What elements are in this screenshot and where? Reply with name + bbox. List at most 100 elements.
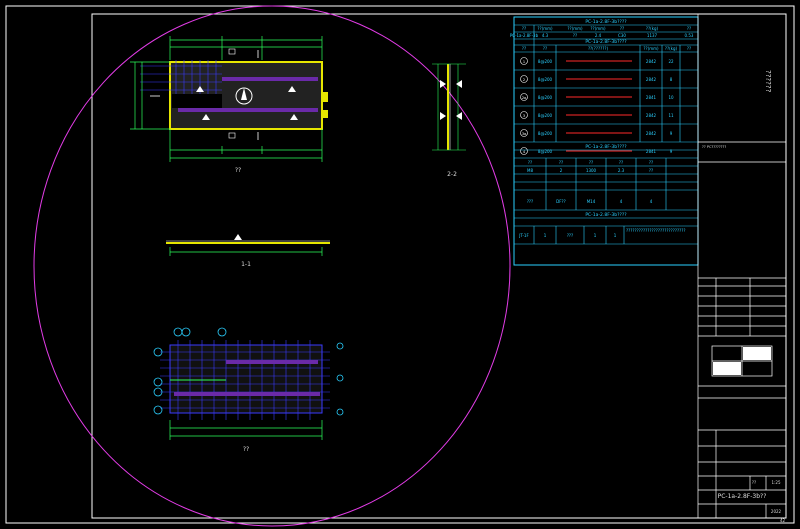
small-note: ?? PC????????: [702, 145, 726, 149]
rebar-no-circle: [520, 111, 528, 119]
note-cell: ???: [567, 233, 573, 238]
rebar-header-cell: ??: [522, 46, 526, 51]
sheet-number: 42: [780, 518, 786, 523]
table-header-cell: ??(kg): [646, 26, 659, 31]
year: 2022: [771, 509, 782, 514]
rebar-length: 2842: [646, 59, 657, 64]
rebar-no: 2: [523, 78, 525, 82]
drawing-title: PC-1a-2.8F-3b??: [718, 493, 767, 500]
rebar-qty: 9: [670, 149, 673, 154]
rebar-no-circle: [520, 129, 528, 137]
embed-cell: 1300: [586, 168, 597, 173]
rebar-header-cell: ??(kg): [665, 46, 678, 51]
rebar-table-title: PC-1a-2.8F-3b????: [585, 39, 627, 45]
title-block[interactable]: ?????? ?? PC???????? ?? 1:25 PC-1a-2.8F-…: [697, 14, 786, 523]
plan-view-label: ??: [235, 167, 241, 174]
note-text: ????????????????????????????: [626, 228, 685, 233]
note-cell: 1: [614, 233, 617, 238]
table-summary-cell: 1137: [647, 33, 658, 38]
rebar-no: 4: [523, 150, 526, 154]
table-summary-cell: 2.4: [595, 33, 602, 38]
rebar-spec: 8@200: [538, 131, 553, 136]
table-header-cell: ??(mm): [590, 26, 606, 31]
rebar-length: 2842: [646, 131, 657, 136]
table-header-cell: ??: [522, 26, 526, 31]
rebar-qty: 9: [670, 131, 673, 136]
embed-header-cell: ??: [559, 160, 563, 165]
table-header-cell: ??: [620, 26, 624, 31]
rebar-spec: 8@200: [538, 77, 553, 82]
note-row: JT-1F 1??? 1 1: [518, 233, 617, 238]
section-1-1-label: 1-1: [241, 261, 251, 268]
note-table-title: PC-1a-2.8F-3b????: [585, 212, 627, 218]
rebar-header-cell: ??: [543, 46, 547, 51]
rebar-no-circle: [520, 75, 528, 83]
note-cell: 1: [544, 233, 547, 238]
rebar-qty: 11: [668, 113, 674, 118]
table-title: PC-1a-2.8F-3b????: [585, 19, 627, 25]
rebar-no: 1: [523, 60, 525, 64]
table-header-cell: ??(mm): [567, 26, 583, 31]
rebar-length: 2842: [646, 77, 657, 82]
magenta-circle: [33, 5, 511, 527]
table-summary-cell: C30: [618, 33, 626, 38]
rebar-header-cell: ??(mm): [643, 46, 659, 51]
embed-cell: 2.3: [618, 168, 625, 173]
table-header-cell: ??(mm): [537, 26, 553, 31]
rebar-qty: 8: [670, 77, 673, 82]
scale-value: 1:25: [772, 480, 781, 485]
rebar-spec: 8@200: [538, 149, 553, 154]
lift-cell: ???: [527, 199, 533, 204]
side-view-2-2[interactable]: 2-2: [432, 63, 466, 178]
rebar-no: 2a: [522, 96, 526, 100]
table-header-cell: ??: [687, 26, 691, 31]
embed-cell: ??: [649, 168, 653, 173]
rebar-length: 2842: [646, 113, 657, 118]
embed-header-cell: ??: [619, 160, 623, 165]
rebar-length: 2841: [646, 95, 657, 100]
rebar-qty: 22: [668, 59, 674, 64]
embed-cell: M8: [527, 168, 533, 173]
table-summary-cell: 4.3: [542, 33, 549, 38]
table-summary-cell: ??: [573, 33, 577, 38]
side-view-label: 2-2: [447, 171, 457, 178]
rebar-no: 3a: [522, 132, 526, 136]
section-1-1-view[interactable]: 1-1: [166, 234, 330, 268]
embed-rows: ?????????? M8 2 1300 2.3????? DF?? M14 4 4: [527, 160, 653, 204]
rebar-no-circle: [520, 57, 528, 65]
rebar-layout-view[interactable]: ??: [153, 327, 344, 453]
embed-header-cell: ??: [528, 160, 532, 165]
rebar-qty: 10: [668, 95, 674, 100]
rebar-no-circle: [520, 147, 528, 155]
embed-header-cell: ??: [589, 160, 593, 165]
lift-cell: 4: [620, 199, 623, 204]
rebar-spec: 8@200: [538, 59, 553, 64]
rebar-spec: 8@200: [538, 113, 553, 118]
rebar-header-cell: ??: [687, 46, 691, 51]
note-cell: JT-1F: [518, 233, 529, 238]
plan-view[interactable]: ??: [130, 36, 328, 174]
vertical-logo: ??????: [764, 70, 772, 93]
embed-table-title: PC-1a-2.8F-3b????: [585, 144, 627, 150]
component-table[interactable]: PC-1a-2.8F-3b???? ?? ??(mm) ??(mm) ??(mm)??…: [510, 16, 699, 266]
note-cell: 1: [594, 233, 597, 238]
rebar-no: 3: [523, 114, 525, 118]
table-header-row: ?? ??(mm) ??(mm) ??(mm)?? ??(kg)??: [522, 26, 691, 31]
scale-label: ??: [752, 480, 756, 485]
rebar-length: 2841: [646, 149, 657, 154]
rebar-no-circle: [520, 93, 528, 101]
embed-cell: 2: [560, 168, 563, 173]
rebar-view-label: ??: [243, 446, 249, 453]
lift-cell: 4: [650, 199, 653, 204]
lift-cell: M14: [587, 199, 596, 204]
table-summary-cell: 0.53: [685, 33, 694, 38]
table-summary-cell: PC-1a-2.8F-3b: [510, 33, 539, 38]
embed-header-cell: ??: [649, 160, 653, 165]
drawing-border: [5, 5, 795, 524]
rebar-spec: 8@200: [538, 95, 553, 100]
lift-cell: DF??: [556, 199, 566, 204]
rebar-header-cell: ??(??????): [588, 46, 609, 51]
